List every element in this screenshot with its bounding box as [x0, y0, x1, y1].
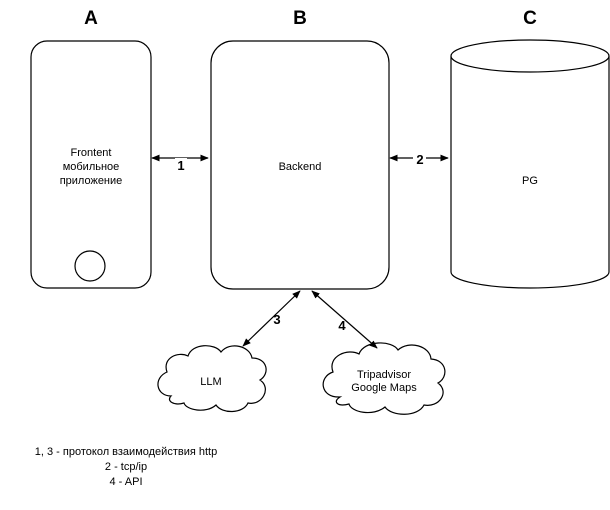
frontend-label-line-2: мобильное — [63, 161, 120, 173]
edge-2: 2 — [389, 152, 449, 167]
legend-line-3: 4 - API — [109, 476, 143, 488]
llm-cloud-icon — [157, 345, 267, 413]
legend-line-2: 2 - tcp/ip — [104, 461, 148, 473]
protocol-legend: 1, 3 - протокол взаимодействия http 2 - … — [0, 445, 252, 490]
frontend-node: Frontent мобильное приложение — [30, 40, 152, 289]
column-b-label: B — [293, 8, 307, 29]
external-services-cloud-icon — [322, 342, 446, 415]
edge-3: 3 — [242, 290, 301, 347]
frontend-label-line-1: Frontent — [71, 147, 112, 159]
phone-body — [30, 40, 152, 289]
edge-1: 1 — [151, 154, 209, 173]
edge-4-label: 4 — [338, 318, 346, 333]
edge-4-arrow — [311, 290, 378, 349]
edge-4: 4 — [311, 290, 378, 349]
backend-box — [210, 40, 390, 290]
pg-label: PG — [522, 175, 538, 187]
edge-3-label: 3 — [273, 312, 280, 327]
database-cylinder-top — [450, 39, 610, 73]
external-services-label-line-1: Tripadvisor — [357, 369, 411, 381]
external-services-label-line-2: Google Maps — [351, 382, 417, 394]
external-services-node: Tripadvisor Google Maps — [322, 342, 446, 415]
edge-2-label-bg — [413, 152, 426, 166]
pg-node: PG — [450, 39, 610, 289]
llm-label: LLM — [200, 376, 221, 388]
backend-label: Backend — [279, 161, 322, 173]
backend-node: Backend — [210, 40, 390, 290]
edge-1-label-bg — [175, 158, 187, 172]
llm-node: LLM — [157, 345, 267, 413]
database-cylinder-body — [450, 56, 610, 289]
edge-3-arrow — [242, 290, 301, 347]
edge-1-label: 1 — [177, 158, 184, 173]
legend-line-1: 1, 3 - протокол взаимодействия http — [34, 446, 218, 458]
edge-2-label: 2 — [416, 152, 423, 167]
frontend-label-line-3: приложение — [60, 175, 123, 187]
phone-home-button-icon — [74, 250, 106, 282]
column-c-label: C — [523, 8, 537, 29]
column-a-label: A — [84, 8, 98, 29]
